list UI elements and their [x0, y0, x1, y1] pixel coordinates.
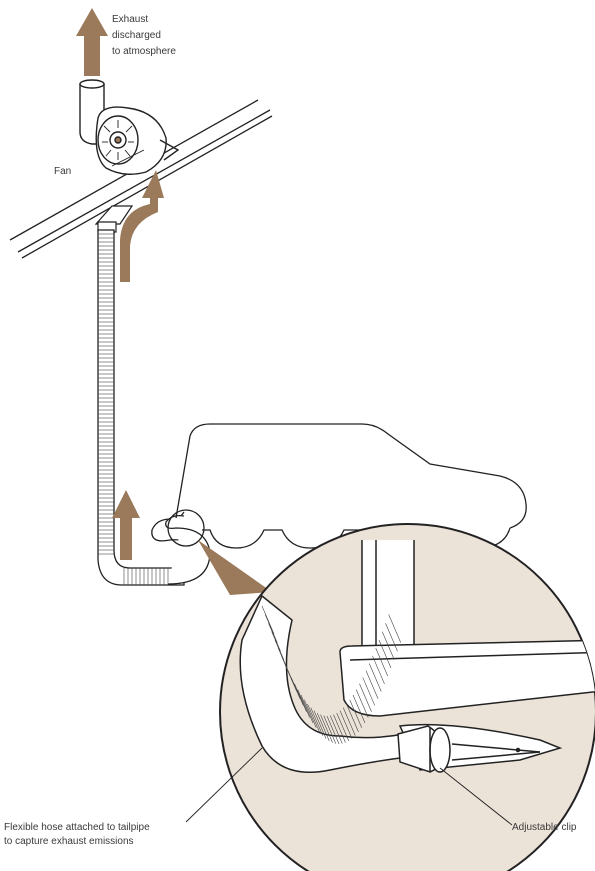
exhaust-label-line3: to atmosphere	[112, 46, 176, 57]
hose-rib	[365, 670, 379, 699]
fan-inlet-arrow	[120, 170, 164, 282]
hose-rib	[372, 655, 385, 685]
exhaust-up-arrow	[76, 8, 108, 76]
fan-blades	[102, 120, 134, 160]
exhaust-label-line1: Exhaust	[112, 14, 148, 25]
hose-rib	[316, 712, 330, 742]
hose-rib	[352, 694, 366, 724]
hose-rib	[294, 683, 307, 712]
hose-rib	[368, 663, 382, 692]
hose-rib	[388, 614, 402, 643]
hose-label-line1: Flexible hose attached to tailpipe	[4, 822, 150, 833]
hose-rib	[333, 714, 346, 743]
hose-up-arrow	[112, 490, 140, 560]
hose-rib	[320, 714, 333, 743]
hose-rib	[310, 707, 324, 736]
hose-rib	[349, 699, 363, 728]
hose-rib	[287, 670, 301, 699]
hose-rib	[290, 677, 304, 706]
hose-rib	[261, 605, 275, 635]
hose-rib	[355, 689, 369, 718]
hose-rib	[326, 715, 340, 745]
fan-label: Fan	[54, 166, 71, 177]
exhaust-label-line2: discharged	[112, 30, 161, 41]
hose-label-line2: to capture exhaust emissions	[4, 836, 134, 847]
hose-rib	[381, 631, 395, 660]
detail-magnifier	[219, 523, 595, 871]
callout-lines	[111, 149, 513, 826]
zoom-wedge	[198, 540, 272, 595]
hose-rib	[342, 707, 356, 736]
car-outline	[175, 423, 527, 549]
hose-rib	[362, 677, 376, 706]
hose-rib	[313, 710, 327, 739]
hose-rib	[268, 623, 281, 652]
hose-rib	[297, 689, 311, 718]
hose-rib	[378, 639, 392, 669]
hose-rib	[303, 699, 317, 728]
hose-rib	[385, 623, 398, 652]
hose-rib	[307, 703, 320, 733]
hose-rib	[375, 647, 389, 677]
hose-rib	[300, 694, 314, 724]
hose-rib	[359, 683, 372, 712]
clip-label: Adjustable clip	[512, 822, 577, 833]
hose-rib	[329, 715, 343, 744]
hose-rib	[339, 710, 353, 739]
hose-rib	[346, 703, 359, 733]
hose-coil-small	[151, 509, 211, 585]
hose-rib	[264, 614, 278, 643]
hose-rib	[323, 715, 337, 744]
fan-unit	[79, 79, 180, 175]
airflow-arrows	[76, 8, 164, 560]
hose-rib	[336, 712, 350, 742]
